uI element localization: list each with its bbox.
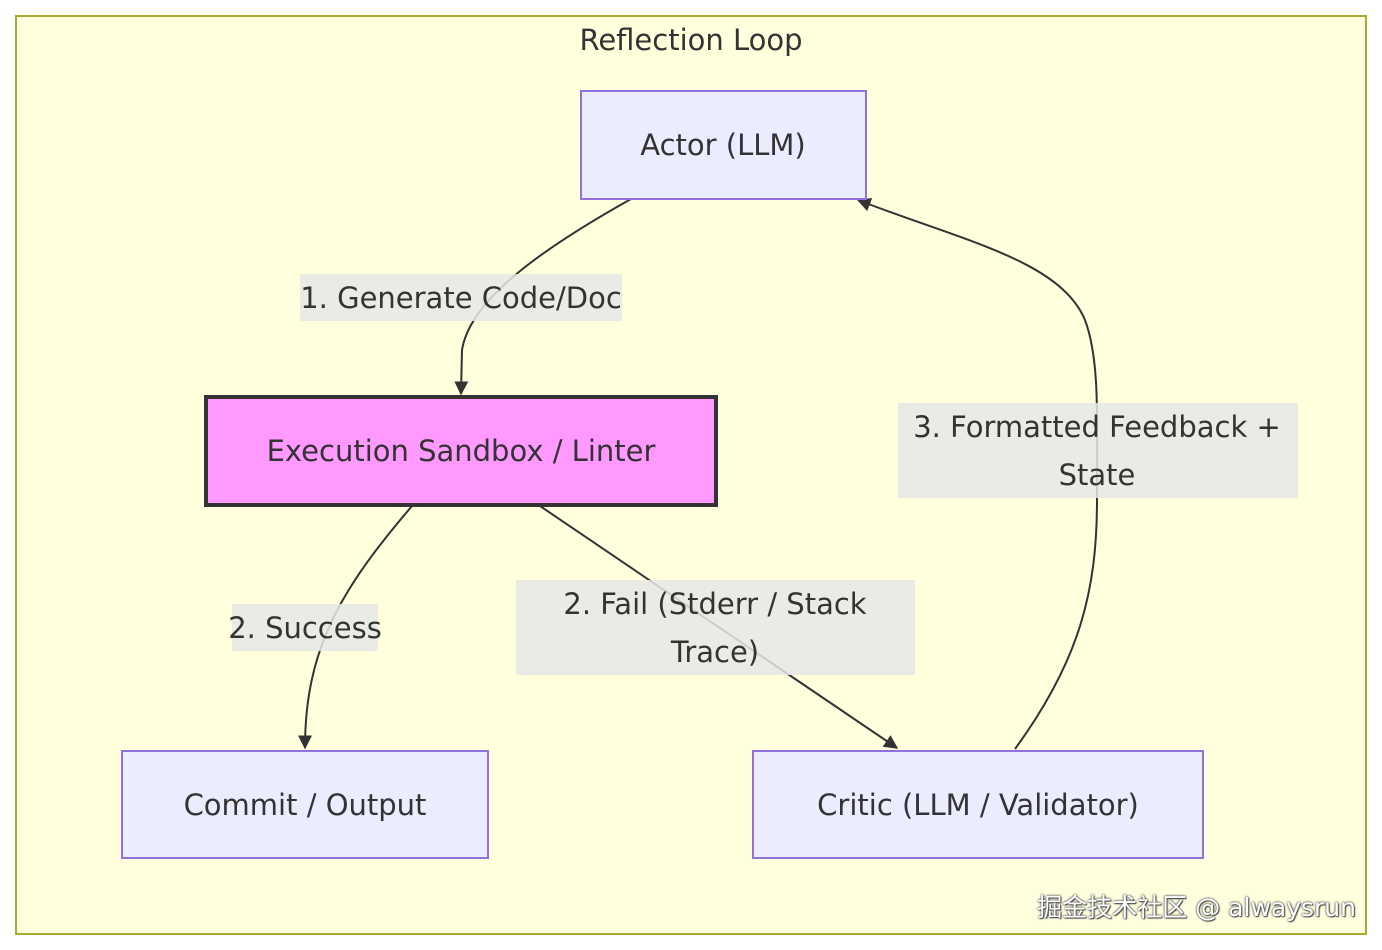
node-commit[interactable]: Commit / Output <box>121 750 489 859</box>
edge-label-fail-line2: Trace) <box>670 635 759 669</box>
edge-label-feedback-line2: State <box>1059 458 1136 492</box>
edge-label-success: 2. Success <box>228 604 382 651</box>
node-actor-label: Actor (LLM) <box>640 128 806 162</box>
node-actor[interactable]: Actor (LLM) <box>580 90 867 200</box>
edge-label-success-text: 2. Success <box>228 611 382 645</box>
node-commit-box <box>121 750 489 859</box>
edge-label-fail-bg <box>516 580 915 675</box>
node-sandbox[interactable]: Execution Sandbox / Linter <box>204 395 718 507</box>
cluster-title: Reflection Loop <box>579 23 802 57</box>
edge-label-generate-bg <box>300 274 622 321</box>
edge-label-feedback-bg <box>898 403 1298 498</box>
edge-label-fail-line1: 2. Fail (Stderr / Stack <box>563 587 866 621</box>
node-commit-label: Commit / Output <box>184 788 427 822</box>
node-critic[interactable]: Critic (LLM / Validator) <box>752 750 1204 859</box>
node-critic-box <box>752 750 1204 859</box>
edge-label-feedback-line1: 3. Formatted Feedback + <box>913 410 1281 444</box>
edge-label-fail: 2. Fail (Stderr / Stack Trace) <box>516 580 915 675</box>
edge-feedback-line <box>856 198 1099 750</box>
node-sandbox-label: Execution Sandbox / Linter <box>267 434 656 468</box>
node-actor-box <box>580 90 867 200</box>
node-critic-label: Critic (LLM / Validator) <box>817 788 1139 822</box>
edge-label-feedback: 3. Formatted Feedback + State <box>898 403 1298 498</box>
watermark: 掘金技术社区 @ alwaysrun <box>1037 893 1356 922</box>
node-sandbox-box <box>204 395 718 507</box>
edge-label-generate-text: 1. Generate Code/Doc <box>300 281 622 315</box>
edge-label-success-bg <box>232 604 378 651</box>
edge-label-generate: 1. Generate Code/Doc <box>300 274 622 321</box>
